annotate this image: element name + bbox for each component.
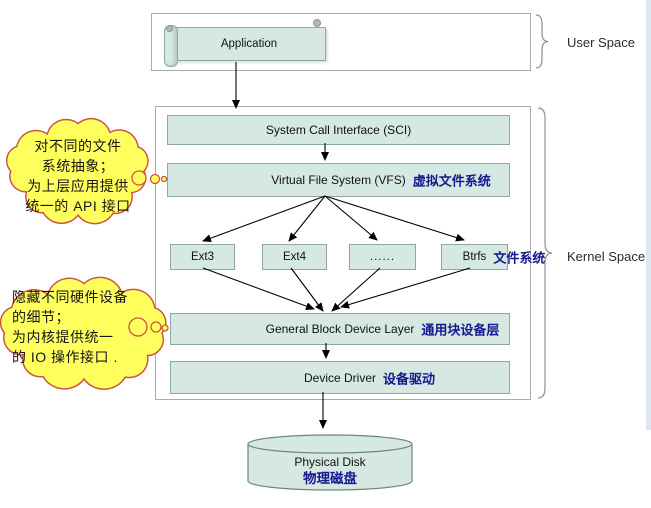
vfs-label-en: Virtual File System (VFS) <box>271 173 406 187</box>
ext3-node: Ext3 <box>170 244 235 270</box>
callout-line: 隐藏不同硬件设备 <box>12 289 128 305</box>
callout-line: 系统抽象； <box>41 158 115 174</box>
application-node: Application <box>172 27 326 61</box>
scroll-pin-right <box>313 19 321 27</box>
btrfs-node: Btrfs 文件系统 <box>441 244 545 270</box>
user-space-brace <box>535 14 549 69</box>
callout-line: 的细节； <box>12 309 70 325</box>
scroll-pin-left <box>166 25 173 32</box>
physical-disk-label-en: Physical Disk <box>294 455 366 469</box>
general-block-device-layer-node: General Block Device Layer 通用块设备层 <box>170 313 510 345</box>
physical-disk-cylinder-top <box>247 434 413 454</box>
vfs-callout-text: 对不同的文件 系统抽象； 为上层应用提供 统一的 API 接口 <box>10 136 146 216</box>
other-filesystems-label: ...... <box>369 251 396 263</box>
callout-line: 对不同的文件 <box>34 138 122 154</box>
device-driver-label-zh: 设备驱动 <box>383 371 436 386</box>
vfs-label-zh: 虚拟文件系统 <box>412 173 491 189</box>
user-space-brace-label: User Space <box>567 35 635 50</box>
virtual-file-system-node: Virtual File System (VFS) 虚拟文件系统 <box>167 163 510 197</box>
kernel-space-brace-label: Kernel Space <box>567 249 646 264</box>
block-layer-callout-text: 隐藏不同硬件设备 的细节； 为内核提供统一 的 IO 操作接口 . <box>12 287 162 367</box>
callout-line: 为内核提供统一 <box>12 329 114 345</box>
application-label: Application <box>220 38 278 50</box>
btrfs-label: Btrfs <box>462 251 487 263</box>
callout-line: 统一的 API 接口 <box>25 198 131 214</box>
block-layer-label-en: General Block Device Layer <box>265 322 415 336</box>
other-filesystems-node: ...... <box>349 244 416 270</box>
callout-line: 为上层应用提供 <box>27 178 129 194</box>
device-driver-node: Device Driver 设备驱动 <box>170 361 510 394</box>
ext3-label: Ext3 <box>190 251 214 263</box>
physical-disk-label-zh: 物理磁盘 <box>303 471 357 486</box>
page-edge-strip <box>646 0 651 430</box>
system-call-interface-node: System Call Interface (SCI) <box>167 115 510 145</box>
ext4-label: Ext4 <box>282 251 306 263</box>
block-layer-label-zh: 通用块设备层 <box>421 322 500 338</box>
ext4-node: Ext4 <box>262 244 327 270</box>
device-driver-label-en: Device Driver <box>303 370 376 385</box>
callout-line: 的 IO 操作接口 . <box>12 349 118 365</box>
physical-disk-node: Physical Disk 物理磁盘 <box>250 455 410 487</box>
filesystems-label-zh: 文件系统 <box>493 250 546 266</box>
sci-label: System Call Interface (SCI) <box>265 123 412 137</box>
